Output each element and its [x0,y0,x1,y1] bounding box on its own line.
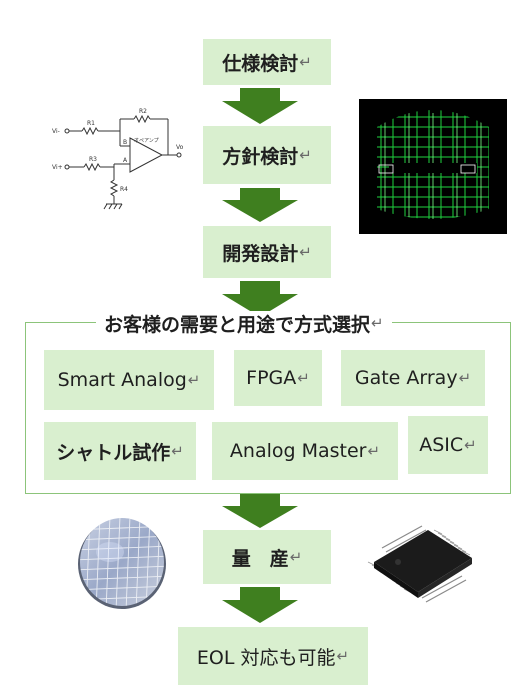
circuit-label-b: B [123,139,127,146]
circuit-label-vo: Vo [176,144,184,151]
option-analog-master-label: Analog Master [229,440,367,462]
return-mark: ↵ [367,442,381,460]
down-arrow-icon [222,88,298,124]
step-policy-review: 方針検討↵ [203,126,331,184]
return-mark: ↵ [299,146,312,164]
step-spec-review-label: 仕様検討 [222,52,299,75]
return-mark: ↵ [464,436,477,454]
return-mark: ↵ [299,53,312,71]
circuit-label-r2: R2 [139,108,147,115]
return-mark: ↵ [458,369,472,387]
circuit-label-r3: R3 [89,156,97,163]
option-asic-label: ASIC [419,434,464,456]
option-gate-array-label: Gate Array [354,367,458,389]
return-mark: ↵ [299,243,312,261]
step-dev-design: 開発設計↵ [203,226,331,278]
selection-group-title: お客様の需要と用途で方式選択↵ [96,311,392,336]
circuit-label-r4: R4 [120,186,128,193]
down-arrow-icon [222,281,298,317]
step-mass-production: 量 産↵ [203,530,331,584]
down-arrow-icon [222,494,298,528]
wafer-layout-image [359,99,507,234]
step-policy-review-label: 方針検討 [222,145,299,168]
circuit-label-vi-plus: Vi+ [52,164,63,171]
return-mark: ↵ [371,314,384,332]
step-spec-review: 仕様検討↵ [203,39,331,85]
step-dev-design-label: 開発設計 [222,242,299,265]
step-mass-production-label: 量 産 [231,547,289,570]
circuit-label-a: A [123,157,128,164]
return-mark: ↵ [187,371,201,389]
selection-group-title-text: お客様の需要と用途で方式選択 [104,313,371,336]
return-mark: ↵ [336,647,350,665]
down-arrow-icon [222,587,298,623]
option-smart-analog: Smart Analog↵ [44,350,214,410]
return-mark: ↵ [289,548,303,566]
option-shuttle-prototype-label: シャトル試作 [56,441,171,464]
wafer-photo [78,518,166,609]
down-arrow-icon [222,188,298,222]
option-asic: ASIC↵ [408,416,488,474]
option-fpga: FPGA↵ [234,350,322,406]
option-gate-array: Gate Array↵ [341,350,485,406]
step-eol-support-label: EOL 対応も可能 [196,646,336,669]
option-shuttle-prototype: シャトル試作↵ [44,422,196,480]
option-analog-master: Analog Master↵ [212,422,398,480]
circuit-label-r1: R1 [87,120,95,127]
step-eol-support: EOL 対応も可能↵ [178,627,368,685]
circuit-label-opamp: オペアンプ [134,138,159,144]
option-fpga-label: FPGA [246,367,297,389]
return-mark: ↵ [297,369,310,387]
option-smart-analog-label: Smart Analog [57,369,187,391]
circuit-label-vi-minus: Vi- [52,128,60,135]
return-mark: ↵ [171,442,184,460]
opamp-circuit-diagram: Vi- Vi+ R1 R2 R3 R4 Vo B A オペアンプ [52,108,184,210]
ic-chip-photo [367,525,472,603]
